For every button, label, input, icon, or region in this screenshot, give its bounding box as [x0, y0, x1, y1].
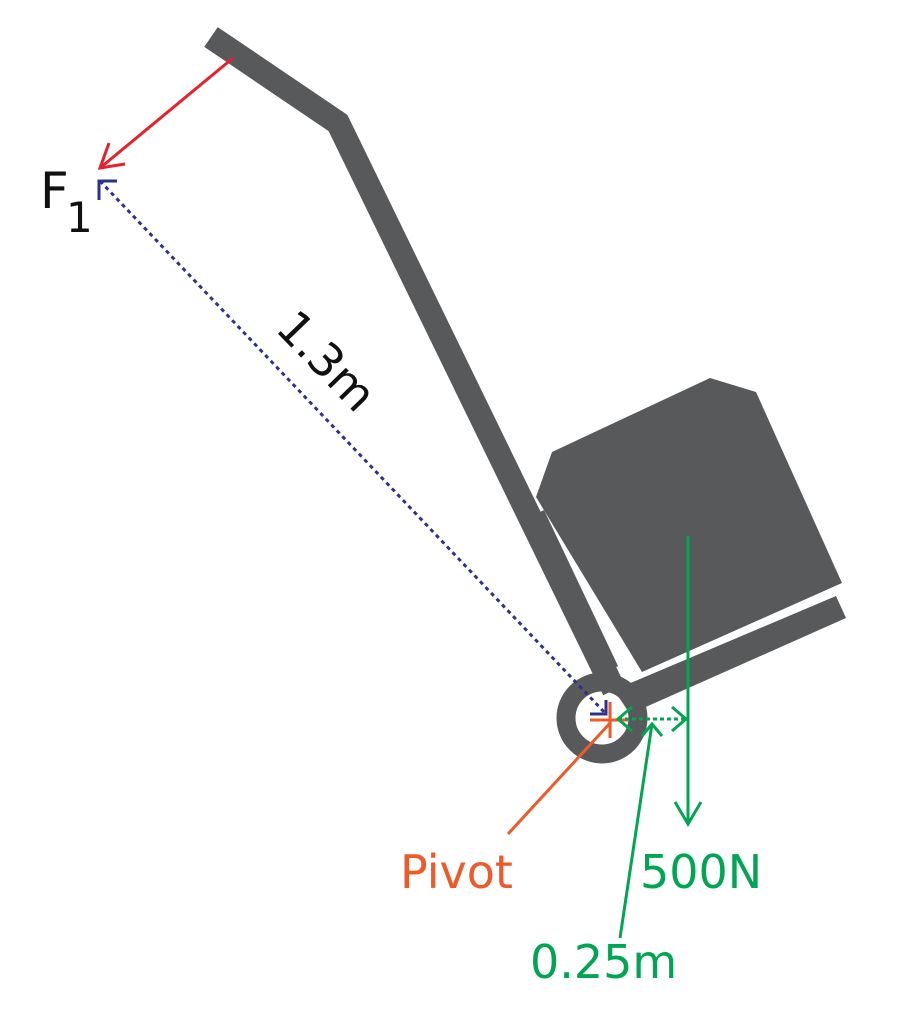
effort-distance-line: [97, 179, 608, 716]
force-subscript-label: 1: [66, 193, 93, 242]
effort-distance-label: 1.3m: [266, 300, 387, 422]
trolley-back-support: [535, 510, 619, 670]
trolley-toe-plate: [614, 596, 846, 714]
trolley-wheel: [556, 672, 648, 764]
force-label: F: [40, 162, 69, 220]
load-force-label: 500N: [640, 845, 762, 899]
load-force-arrow: [673, 536, 703, 827]
pivot-label: Pivot: [400, 845, 513, 899]
load-distance-label: 0.25m: [530, 935, 677, 989]
box-load: [536, 378, 842, 672]
load-distance-dimension: [615, 705, 689, 939]
effort-force-arrow: [97, 56, 234, 170]
trolley-handle: [204, 27, 625, 696]
